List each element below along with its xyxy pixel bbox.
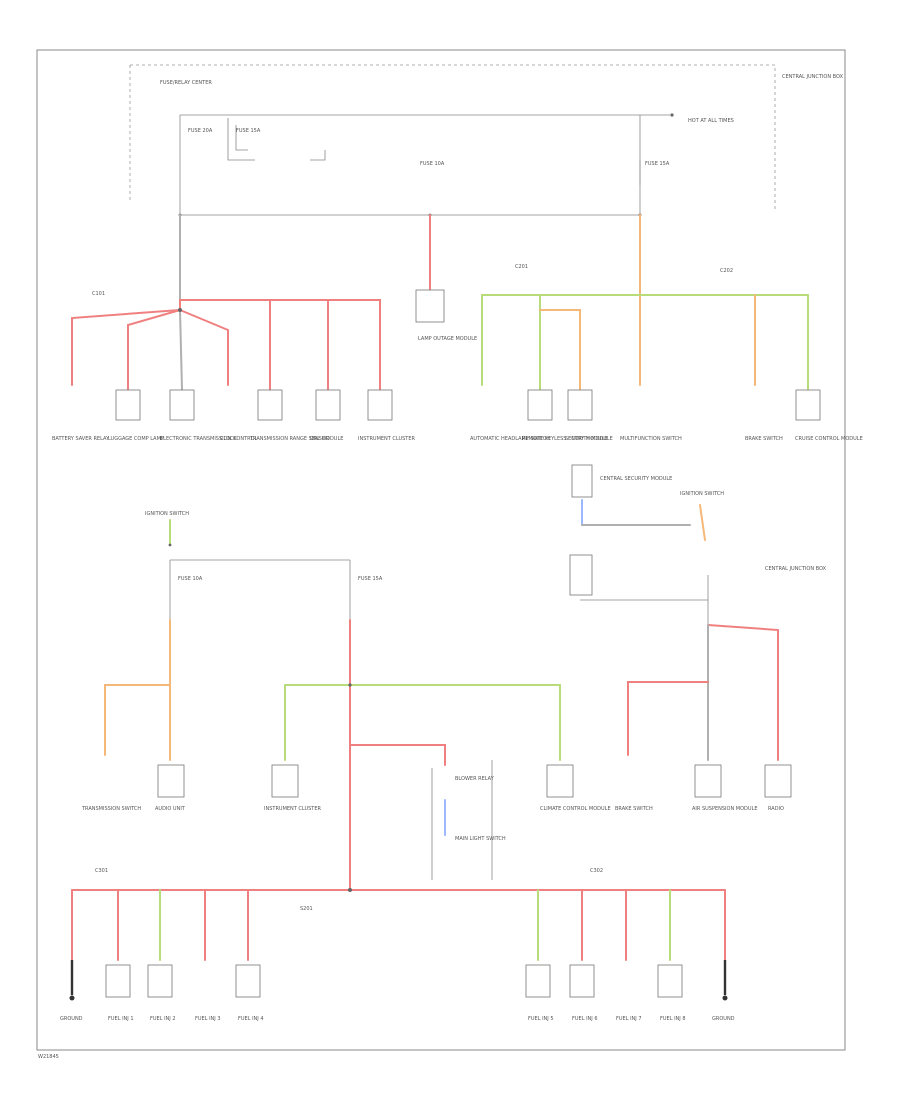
upper-right-bus: C201 C202 AUTOMATIC HEADLAMP SWITCH REMO… [470,264,863,442]
comp-ul-6: DRL MODULE [310,436,343,442]
hot-label: HOT AT ALL TIMES [688,118,734,124]
diagram-frame [36,49,846,1051]
bus-label-s201: S201 [300,906,313,912]
comp-ul-7: INSTRUMENT CLUSTER [358,436,416,442]
comp-ur-1: AUTOMATIC HEADLAMP SWITCH [470,436,550,442]
comp-ur-2: REMOTE KEYLESS ENTRY MODULE [522,436,608,442]
comp-ur-5: BRAKE SWITCH [745,436,783,442]
comp-lr-1: BRAKE SWITCH [615,806,653,812]
comp-bl-2: FUEL INJ 1 [108,1016,134,1022]
comp-br-1: FUEL INJ 5 [528,1016,554,1022]
comp-ur-4: MULTIFUNCTION SWITCH [620,436,682,442]
comp-ul-3: ELECTRONIC TRANSMISSION CONTROL [160,436,258,442]
comp-ul-2: LUGGAGE COMP LAMP [108,436,164,442]
comp-ll-2: AUDIO UNIT [155,806,186,812]
comp-lm-4: CLIMATE CONTROL MODULE [540,806,611,812]
upper-mid-component: LAMP OUTAGE MODULE [415,289,477,342]
upper-left-components: BATTERY SAVER RELAY LUGGAGE COMP LAMP EL… [52,389,416,442]
fuse-label-1: FUSE 20A [188,128,213,134]
bus-label-c101: C101 [92,291,105,297]
comp-bl-1: GROUND [60,1016,83,1022]
ign-switch-label: IGNITION SWITCH [145,511,189,517]
mid-right-security: CENTRAL SECURITY MODULE IGNITION SWITCH … [569,464,827,625]
fuse-label-5: FUSE 10A [178,576,203,582]
lower-left-branch: TRANSMISSION SWITCH AUDIO UNIT [81,619,186,812]
comp-lm-1: INSTRUMENT CLUSTER [264,806,322,812]
comp-ul-4: CLOCK [220,436,238,442]
lower-mid-branch: INSTRUMENT CLUSTER BLOWER RELAY MAIN LIG… [264,619,611,891]
comp-lm-3: MAIN LIGHT SWITCH [455,836,506,842]
central-junction-label: CENTRAL JUNCTION BOX [782,74,844,80]
fuse-label-6: FUSE 15A [358,576,383,582]
comp-br-3: FUEL INJ 7 [616,1016,642,1022]
bus-label-c202: C202 [720,268,733,274]
comp-ur-3: SECURITY MODULE [565,436,613,442]
mid-left-split: IGNITION SWITCH FUSE 10A FUSE 15A [145,511,383,620]
fuse-relay-center: FUSE/RELAY CENTER HOT AT ALL TIMES CENTR… [129,64,844,217]
comp-lm-2: BLOWER RELAY [455,776,495,782]
fuse-label-3: FUSE 10A [420,161,445,167]
bottom-left-drops: GROUND FUEL INJ 1 FUEL INJ 2 FUEL INJ 3 … [60,889,264,1022]
comp-bl-3: FUEL INJ 2 [150,1016,176,1022]
comp-mr-3: CENTRAL JUNCTION BOX [765,566,827,572]
comp-ll-1: TRANSMISSION SWITCH [81,806,141,812]
comp-br-2: FUEL INJ 6 [572,1016,598,1022]
comp-br-4: FUEL INJ 8 [660,1016,686,1022]
comp-um-1: LAMP OUTAGE MODULE [418,336,477,342]
comp-br-5: GROUND [712,1016,735,1022]
bus-label-c201: C201 [515,264,528,270]
bottom-bus: S201 C301 C302 [71,868,726,912]
comp-lr-2: AIR SUSPENSION MODULE [692,806,758,812]
comp-lr-3: RADIO [768,806,784,812]
bottom-right-drops: FUEL INJ 5 FUEL INJ 6 FUEL INJ 7 FUEL IN… [525,889,735,1022]
fuse-box-label: FUSE/RELAY CENTER [160,80,212,86]
comp-mr-2: IGNITION SWITCH [680,491,724,497]
bus-label-c302: C302 [590,868,603,874]
comp-ul-1: BATTERY SAVER RELAY [52,436,110,442]
fuse-label-2: FUSE 15A [236,128,261,134]
fuse-label-4: FUSE 15A [645,161,670,167]
comp-ur-6: CRUISE CONTROL MODULE [795,436,863,442]
comp-ul-5: TRANSMISSION RANGE SENSOR [249,436,330,442]
lower-right-branch: BRAKE SWITCH AIR SUSPENSION MODULE RADIO [615,624,792,812]
bus-label-c301: C301 [95,868,108,874]
comp-mr-1: CENTRAL SECURITY MODULE [600,476,672,482]
upper-left-bus: C101 [71,291,381,391]
comp-bl-5: FUEL INJ 4 [238,1016,264,1022]
figure-id: W21845 [38,1054,59,1060]
comp-bl-4: FUEL INJ 3 [195,1016,221,1022]
